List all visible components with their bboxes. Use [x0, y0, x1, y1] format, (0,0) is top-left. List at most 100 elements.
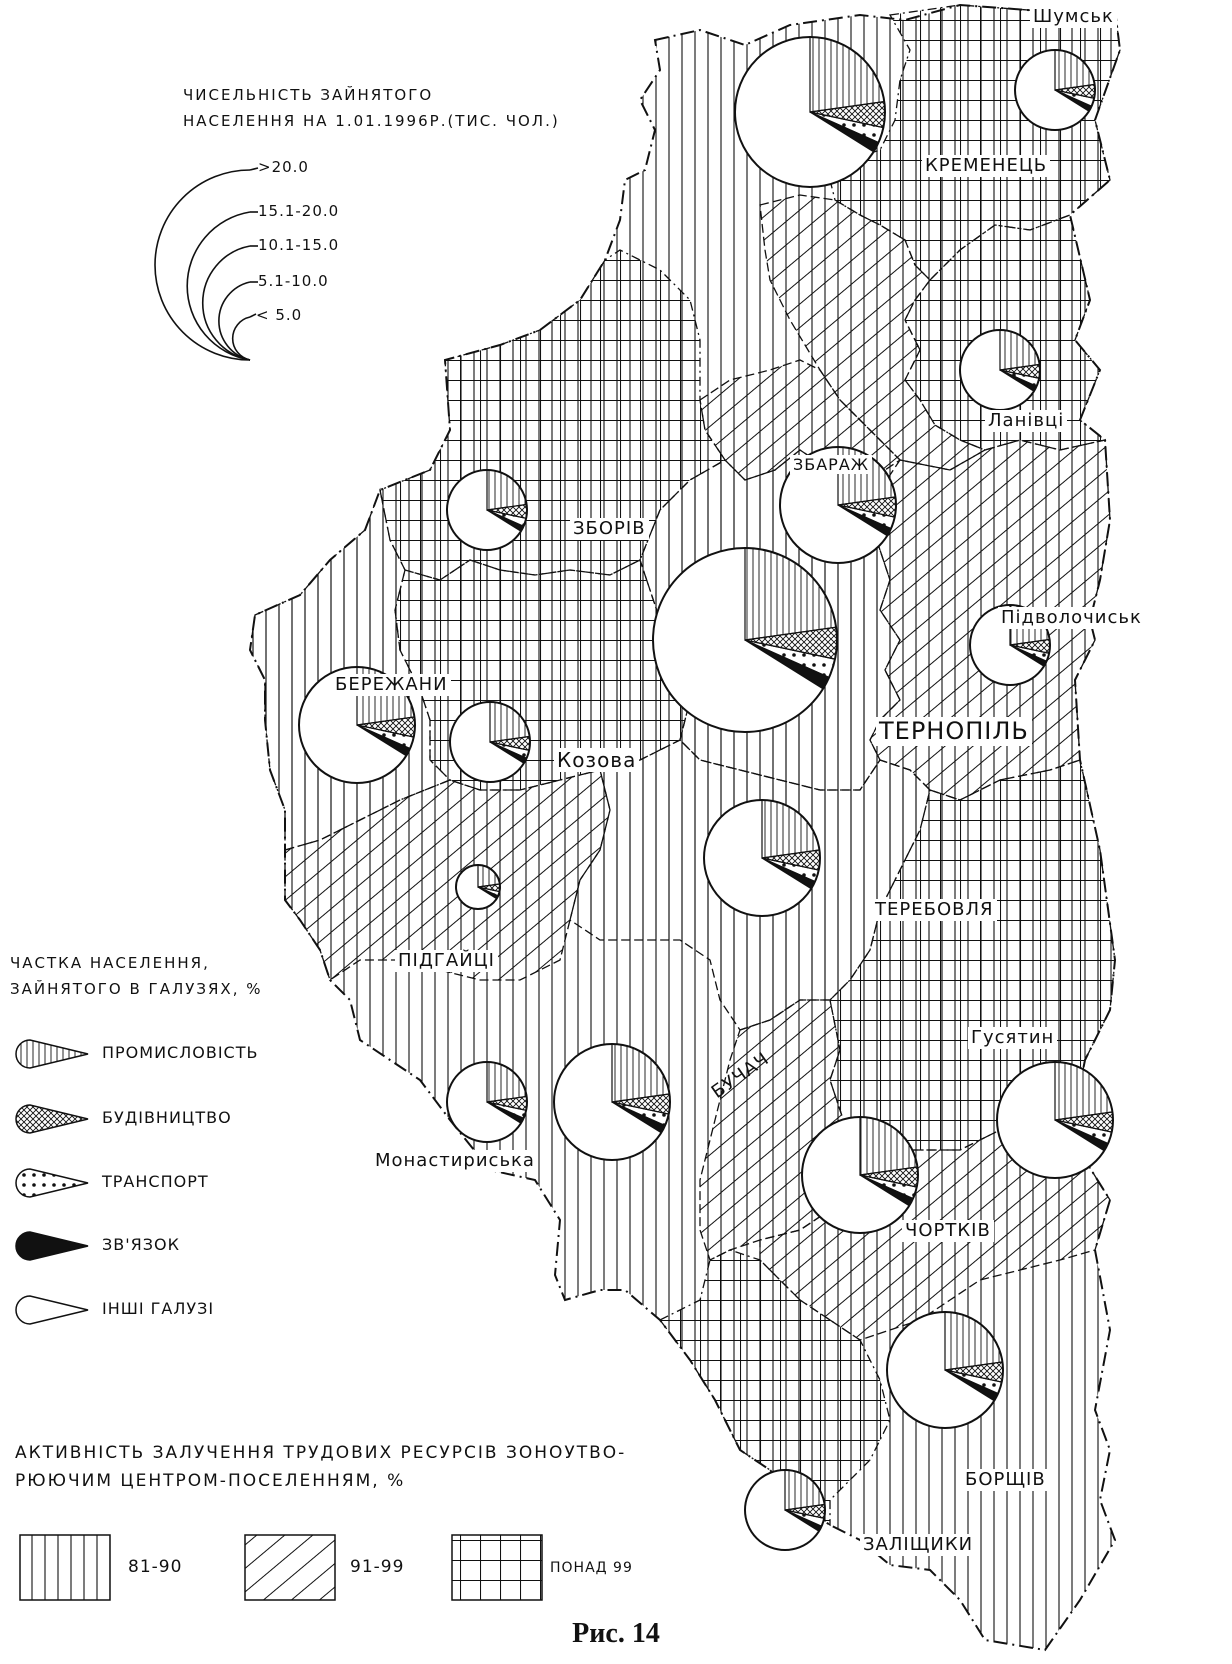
activity-label-over-99: ПОНАД 99 — [550, 1560, 633, 1576]
city-label-berezhany: БЕРЕЖАНИ — [332, 674, 451, 696]
pie-wedge-communication — [486, 509, 525, 533]
activity-81-90-swatch — [19, 1534, 111, 1601]
city-label-shumsk: Шумськ — [1030, 6, 1117, 28]
transport-wedge-icon — [15, 1168, 89, 1198]
pie-wedge-communication — [489, 741, 528, 765]
size-class-over-20: >20.0 — [258, 158, 309, 176]
size-arc-15-20 — [186, 211, 251, 361]
size-class-under-5: < 5.0 — [256, 306, 303, 324]
pie-wedge-communication — [809, 111, 880, 153]
pie-wedge-industry — [486, 469, 528, 511]
pie-wedge-communication — [859, 1174, 914, 1207]
pie-wedge-industry — [477, 864, 501, 888]
construction-wedge-icon — [15, 1104, 89, 1134]
pie-wedge-communication — [1054, 1119, 1109, 1152]
pie-7 — [652, 547, 838, 733]
city-label-ternopil: ТЕРНОПІЛЬ — [876, 717, 1032, 746]
activity-over-99-swatch — [451, 1534, 543, 1601]
pie-3 — [959, 329, 1041, 411]
pie-wedge-communication — [944, 1369, 999, 1402]
size-legend-title-line1: ЧИСЕЛЬНІСТЬ ЗАЙНЯТОГО — [183, 86, 434, 104]
size-arc-over-20 — [154, 169, 251, 361]
sector-legend-icons — [15, 1039, 89, 1325]
city-label-zboriv: ЗБОРІВ — [570, 518, 649, 540]
pie-wedge-communication — [761, 857, 816, 890]
city-label-borshchiv: БОРЩІВ — [962, 1469, 1049, 1491]
size-class-10-15: 10.1-15.0 — [258, 236, 340, 254]
pie-wedge-industry — [761, 799, 821, 859]
pie-wedge-communication — [784, 1509, 823, 1533]
size-legend-title-line2: НАСЕЛЕННЯ НА 1.01.1996Р.(ТИС. ЧОЛ.) — [183, 112, 560, 130]
pie-wedge-communication — [477, 886, 499, 900]
activity-91-99-swatch — [244, 1534, 336, 1601]
city-label-pidhaitsi: ПІДГАЙЦІ — [395, 950, 498, 972]
district-zbarazh-diagonal — [759, 194, 987, 471]
district-zalishchyky-grid — [659, 1249, 891, 1527]
pie-wedge-industry — [784, 1469, 826, 1511]
pie-wedge-industry — [859, 1116, 919, 1176]
city-label-husiatyn: Гусятин — [968, 1027, 1058, 1049]
size-arc-10-15 — [201, 245, 251, 361]
legend-label-construction: БУДІВНИЦТВО — [102, 1108, 232, 1127]
pie-wedge-industry — [809, 36, 885, 113]
pie-15 — [801, 1116, 919, 1234]
pie-wedge-industry — [1054, 1061, 1114, 1121]
sector-legend-title-line1: ЧАСТКА НАСЕЛЕННЯ, — [10, 954, 210, 972]
pie-wedge-industry — [944, 1311, 1004, 1371]
city-label-zbarazh: ЗБАРАЖ — [790, 455, 873, 475]
city-label-kozova: Козова — [554, 748, 640, 772]
legend-label-transport: ТРАНСПОРТ — [102, 1172, 209, 1191]
pie-16 — [886, 1311, 1004, 1429]
pie-wedge-industry — [999, 329, 1041, 371]
pie-8 — [298, 666, 416, 784]
pie-13 — [553, 1043, 671, 1161]
pie-14 — [996, 1061, 1114, 1179]
legend-label-industry: ПРОМИСЛОВІСТЬ — [102, 1043, 259, 1062]
pie-1 — [1014, 49, 1096, 131]
size-arc-under-5 — [231, 316, 251, 361]
pie-9 — [449, 701, 531, 783]
activity-label-91-99: 91-99 — [350, 1557, 405, 1577]
pie-wedge-communication — [744, 639, 830, 690]
activity-legend-boxes — [19, 1534, 543, 1601]
figure-caption: Рис. 14 — [572, 1618, 660, 1649]
pie-4 — [779, 446, 897, 564]
city-label-lanivtsi: Ланівці — [985, 410, 1068, 432]
pie-10 — [703, 799, 821, 917]
activity-legend-title-line2: РЮЮЧИМ ЦЕНТРОМ-ПОСЕЛЕННЯМ, % — [15, 1471, 406, 1491]
pie-wedge-industry — [1054, 49, 1096, 91]
pie-wedge-industry — [489, 701, 531, 743]
pie-wedge-industry — [611, 1043, 671, 1103]
size-class-15-20: 15.1-20.0 — [258, 202, 340, 220]
pie-wedge-communication — [611, 1101, 666, 1134]
pie-wedge-communication — [999, 369, 1038, 393]
pie-wedge-industry — [486, 1061, 528, 1103]
pie-wedge-communication — [356, 724, 411, 757]
sector-legend-title-line2: ЗАЙНЯТОГО В ГАЛУЗЯХ, % — [10, 980, 263, 998]
legend-label-communication: ЗВ'ЯЗОК — [102, 1235, 180, 1254]
communication-wedge-icon — [15, 1231, 89, 1261]
other-sectors-wedge-icon — [15, 1295, 89, 1325]
district-husiatyn-grid — [829, 759, 1116, 1151]
size-class-5-10: 5.1-10.0 — [258, 272, 329, 290]
oblast-border — [248, 3, 1122, 1652]
activity-legend-title-line1: АКТИВНІСТЬ ЗАЛУЧЕННЯ ТРУДОВИХ РЕСУРСІВ З… — [15, 1443, 627, 1463]
city-label-terebovlia: ТЕРЕБОВЛЯ — [872, 899, 997, 921]
pie-wedge-communication — [486, 1101, 525, 1125]
activity-label-81-90: 81-90 — [128, 1557, 183, 1577]
size-legend-arcs — [154, 167, 259, 361]
city-label-monastyryska: Монастириська — [372, 1150, 538, 1172]
pie-17 — [744, 1469, 826, 1551]
pie-wedge-communication — [1054, 89, 1093, 113]
pie-5 — [446, 469, 528, 551]
district-pie-charts — [298, 36, 1114, 1551]
size-arc-5-10 — [218, 281, 251, 361]
pie-wedge-communication — [1009, 644, 1048, 668]
city-label-chortkiv: ЧОРТКІВ — [902, 1220, 994, 1242]
pie-wedge-communication — [837, 504, 892, 537]
city-label-kremenets: КРЕМЕНЕЦЬ — [922, 155, 1051, 177]
pie-12 — [446, 1061, 528, 1143]
pie-2 — [734, 36, 886, 188]
city-label-zalishchyky: ЗАЛІЩИКИ — [860, 1534, 977, 1556]
